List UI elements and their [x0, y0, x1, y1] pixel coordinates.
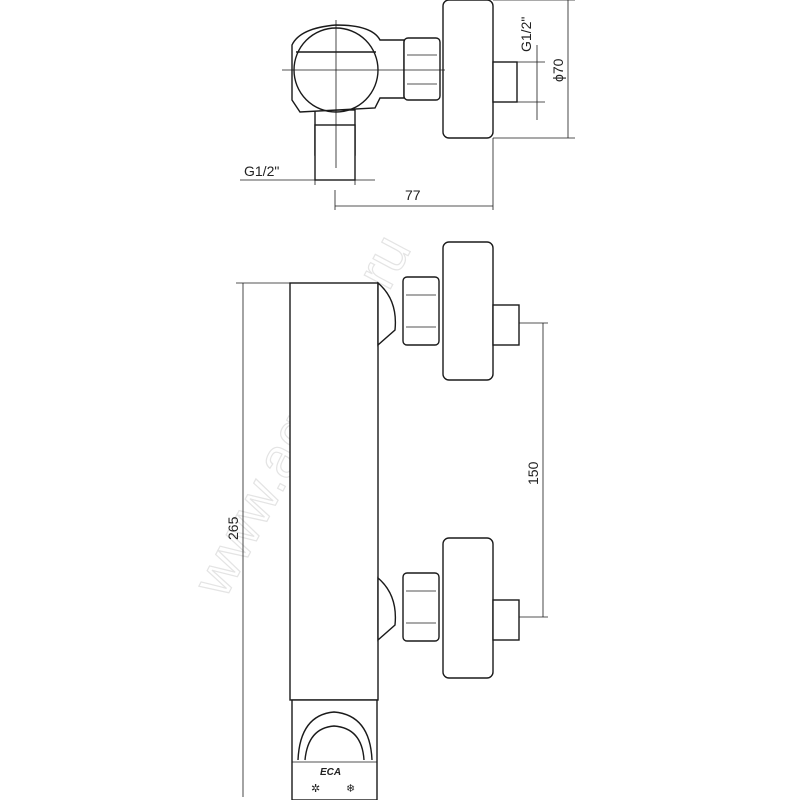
valve-body-top — [291, 24, 405, 113]
cold-symbol-icon: ❄ — [346, 783, 355, 795]
inlet-thread-label: G1/2" — [244, 163, 279, 179]
flange-diameter-label: ϕ70 — [550, 58, 566, 82]
brand-logo: ECA — [320, 767, 341, 778]
top-view: G1/2" 77 G1/2" ϕ70 — [240, 0, 575, 210]
inlet-spacing-label: 150 — [525, 461, 541, 485]
lower-elbow — [377, 576, 397, 642]
depth-label: 77 — [405, 187, 421, 203]
upper-connector — [402, 241, 520, 381]
outlet-thread-label: G1/2" — [518, 17, 534, 52]
mixer-body — [289, 282, 379, 701]
lower-connector — [402, 537, 520, 679]
hex-nut-top — [403, 37, 441, 101]
outlet-stub — [314, 124, 356, 181]
upper-elbow — [377, 281, 397, 347]
front-view: ECA ✲ ❄ 265 150 — [225, 241, 548, 800]
hot-symbol-icon: ✲ — [311, 783, 320, 795]
flange-top — [442, 0, 494, 139]
inlet-stub-top — [492, 61, 518, 103]
height-label: 265 — [225, 516, 241, 540]
thermostat-cap: ECA ✲ ❄ — [291, 699, 378, 800]
